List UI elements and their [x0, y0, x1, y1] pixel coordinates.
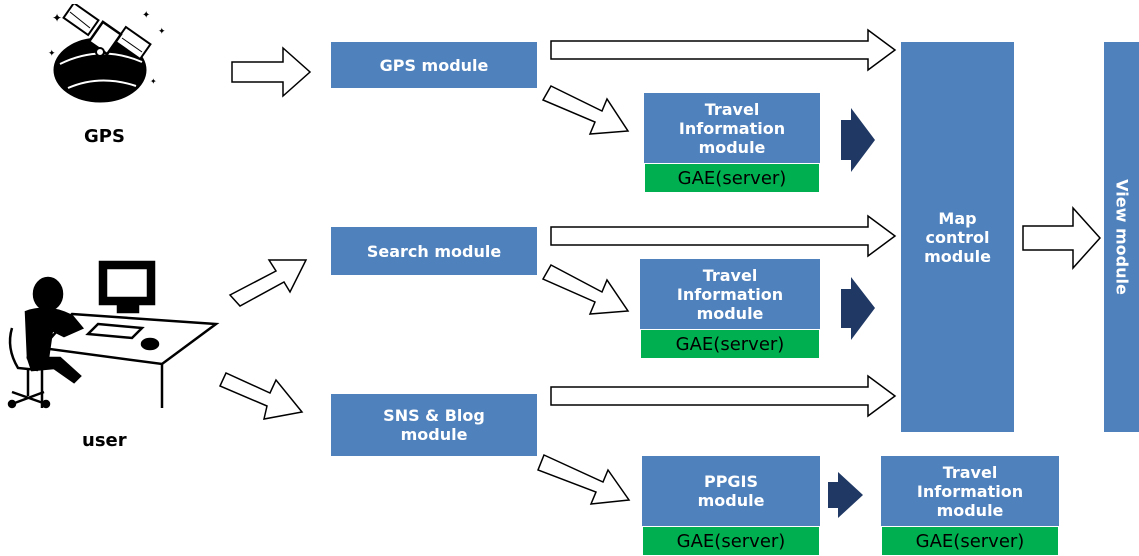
map-control-module-label: Map control module	[924, 208, 991, 266]
arrow-gps-module-to-travel-1	[541, 85, 630, 135]
gps-label: GPS	[84, 126, 125, 147]
user-label: user	[82, 430, 127, 451]
travel-information-module-2: Travel Information module	[640, 259, 820, 329]
svg-text:✦: ✦	[52, 11, 62, 25]
arrow-search-module-to-map	[550, 214, 897, 258]
sns-blog-module: SNS & Blog module	[331, 394, 537, 456]
arrow-sns-module-to-map	[550, 374, 897, 418]
travel-information-module-3: Travel Information module	[881, 456, 1059, 526]
dark-arrow-travel-1-to-map	[841, 108, 875, 172]
satellite-icon: ✦ ✦ ✦ ✦ ✦ ✦	[48, 4, 166, 103]
svg-text:✦: ✦	[150, 77, 157, 86]
arrow-gps-to-gps-module	[231, 46, 312, 98]
gae-server-tag-2: GAE(server)	[640, 329, 820, 359]
gae-server-tag-4: GAE(server)	[881, 526, 1059, 556]
arrow-user-to-search-module	[228, 259, 308, 307]
gae-server-tag-3: GAE(server)	[642, 526, 820, 556]
gps-module: GPS module	[331, 42, 537, 88]
search-module-label: Search module	[366, 241, 502, 261]
user-at-computer-icon	[7, 260, 220, 409]
arrow-sns-module-to-ppgis	[537, 453, 631, 505]
travel-information-module-3-label: Travel Information module	[916, 462, 1024, 520]
travel-information-module-1: Travel Information module	[644, 93, 820, 163]
ppgis-module: PPGIS module	[642, 456, 820, 526]
ppgis-module-label: PPGIS module	[697, 472, 765, 510]
svg-text:✦: ✦	[142, 10, 150, 21]
sns-blog-module-label: SNS & Blog module	[383, 406, 485, 444]
arrow-user-to-sns-module	[218, 372, 304, 420]
view-module-label: View module	[1112, 179, 1131, 295]
arrow-map-to-view	[1022, 206, 1102, 270]
travel-information-module-2-label: Travel Information module	[676, 265, 784, 323]
gae-server-tag-1: GAE(server)	[644, 163, 820, 193]
travel-information-module-1-label: Travel Information module	[678, 99, 786, 157]
search-module: Search module	[331, 227, 537, 275]
gps-module-label: GPS module	[379, 55, 489, 75]
dark-arrow-ppgis-to-travel-3	[828, 472, 863, 518]
view-module: View module	[1104, 42, 1139, 432]
svg-text:✦: ✦	[158, 26, 166, 36]
arrow-gps-module-to-map	[550, 28, 897, 72]
arrow-search-module-to-travel-2	[541, 263, 630, 315]
map-control-module: Map control module	[901, 42, 1014, 432]
svg-text:✦: ✦	[48, 48, 56, 58]
dark-arrow-travel-2-to-map	[841, 277, 875, 340]
